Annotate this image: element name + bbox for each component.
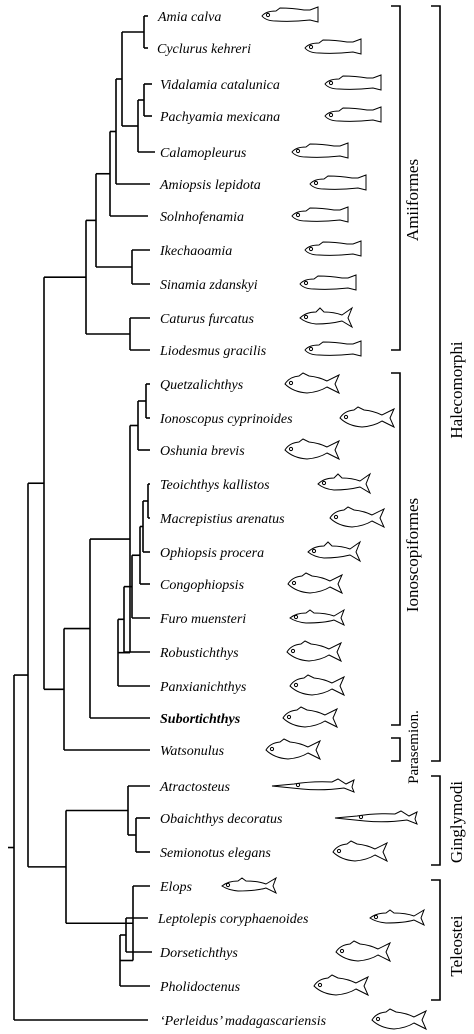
taxon-label: Quetzalichthys bbox=[160, 378, 244, 393]
bracket-parasemion bbox=[391, 737, 401, 762]
fish-silhouette-icon bbox=[304, 38, 362, 55]
fish-silhouette-icon bbox=[289, 674, 346, 697]
taxon-label: Liodesmus gracilis bbox=[159, 344, 267, 359]
fish-silhouette-icon bbox=[289, 608, 345, 627]
taxon-label: Amia calva bbox=[157, 10, 221, 25]
group-label-parasemion: Parasemion. bbox=[406, 710, 422, 784]
taxon-label: Macrepistius arenatus bbox=[159, 512, 285, 527]
fish-silhouette-icon bbox=[309, 174, 367, 191]
fish-silhouette-icon bbox=[282, 706, 339, 729]
fish-silhouette-icon bbox=[317, 472, 372, 495]
taxon-label: Teoichthys kallistos bbox=[160, 478, 270, 493]
bracket-halecomorphi bbox=[431, 5, 441, 762]
fish-silhouette-icon bbox=[265, 738, 322, 761]
fish-silhouette-icon bbox=[284, 438, 341, 461]
fish-silhouette-icon bbox=[371, 1008, 428, 1031]
tree-branches bbox=[8, 15, 155, 1021]
taxon-label: Panxianichthys bbox=[159, 680, 247, 695]
fish-silhouette-icon bbox=[291, 142, 349, 159]
taxon-label: Ionoscopus cyprinoides bbox=[159, 412, 293, 427]
taxon-label: Cyclurus kehreri bbox=[157, 42, 251, 57]
taxon-label: Caturus furcatus bbox=[160, 312, 255, 327]
group-brackets bbox=[391, 5, 441, 1001]
group-label-ginglymodi: Ginglymodi bbox=[447, 781, 466, 863]
taxon-label: Vidalamia catalunica bbox=[160, 78, 280, 93]
taxon-label: Leptolepis coryphaenoides bbox=[157, 912, 309, 927]
group-label-ionoscopiformes: Ionoscopiformes bbox=[403, 498, 422, 612]
fish-silhouette-icon bbox=[335, 940, 392, 963]
taxon-label: Pholidoctenus bbox=[159, 980, 241, 995]
taxon-label: Oshunia brevis bbox=[160, 444, 245, 459]
fish-silhouette-icon bbox=[339, 406, 396, 429]
taxon-label: Calamopleurus bbox=[160, 146, 247, 161]
fish-silhouette-icon bbox=[304, 240, 362, 257]
fish-silhouette-icon bbox=[324, 74, 382, 91]
fish-silhouette-icon bbox=[221, 876, 277, 895]
taxon-label: Congophiopsis bbox=[160, 578, 245, 593]
fish-silhouette-icon bbox=[369, 908, 425, 927]
fish-silhouette-icon bbox=[299, 274, 357, 291]
group-label-amiiformes: Amiiformes bbox=[403, 159, 422, 241]
group-label-halecomorphi: Halecomorphi bbox=[447, 341, 466, 439]
fish-silhouette-icon bbox=[284, 372, 341, 395]
fish-silhouette-icon bbox=[313, 974, 370, 997]
taxon-label: Amiopsis lepidota bbox=[159, 178, 261, 193]
fish-silhouette-icon bbox=[304, 340, 362, 357]
taxon-label: Pachyamia mexicana bbox=[159, 110, 280, 125]
taxon-label: Ikechaoamia bbox=[159, 244, 232, 259]
taxon-label: Watsonulus bbox=[160, 744, 225, 759]
taxon-label: Obaichthys decoratus bbox=[160, 812, 283, 827]
bracket-amiiformes bbox=[391, 5, 401, 351]
taxon-label: Subortichthys bbox=[160, 712, 241, 727]
bracket-teleostei bbox=[431, 879, 441, 1001]
taxon-label: Furo muensteri bbox=[159, 612, 246, 627]
fish-silhouette-icon bbox=[286, 640, 343, 663]
fish-silhouette-icon bbox=[332, 840, 389, 863]
fish-silhouette-icon bbox=[291, 206, 349, 223]
taxon-label: Atractosteus bbox=[159, 780, 231, 795]
fish-silhouette-icon bbox=[271, 778, 355, 793]
taxon-label: Robustichthys bbox=[159, 646, 239, 661]
fish-silhouette-icon bbox=[324, 106, 382, 123]
taxon-label: Sinamia zdanskyi bbox=[160, 278, 258, 293]
bracket-ionoscopiformes bbox=[391, 372, 401, 726]
fish-silhouette-icon bbox=[334, 810, 418, 825]
fish-silhouette-icon bbox=[299, 306, 354, 329]
fish-silhouette-icon bbox=[329, 506, 386, 529]
taxon-label: Elops bbox=[159, 880, 192, 895]
taxon-label: Semionotus elegans bbox=[160, 846, 271, 861]
taxon-label: Ophiopsis procera bbox=[160, 546, 264, 561]
bracket-ginglymodi bbox=[431, 775, 441, 866]
group-label-teleostei: Teleostei bbox=[447, 915, 466, 976]
fish-silhouette-icon bbox=[307, 540, 362, 563]
fish-silhouette-icon bbox=[287, 572, 344, 595]
fish-icons bbox=[221, 6, 428, 1031]
taxon-label: Solnhofenamia bbox=[160, 210, 244, 225]
fish-silhouette-icon bbox=[261, 6, 319, 23]
taxon-label: ‘Perleidus’ madagascariensis bbox=[160, 1014, 327, 1029]
taxon-label: Dorsetichthys bbox=[159, 946, 238, 961]
